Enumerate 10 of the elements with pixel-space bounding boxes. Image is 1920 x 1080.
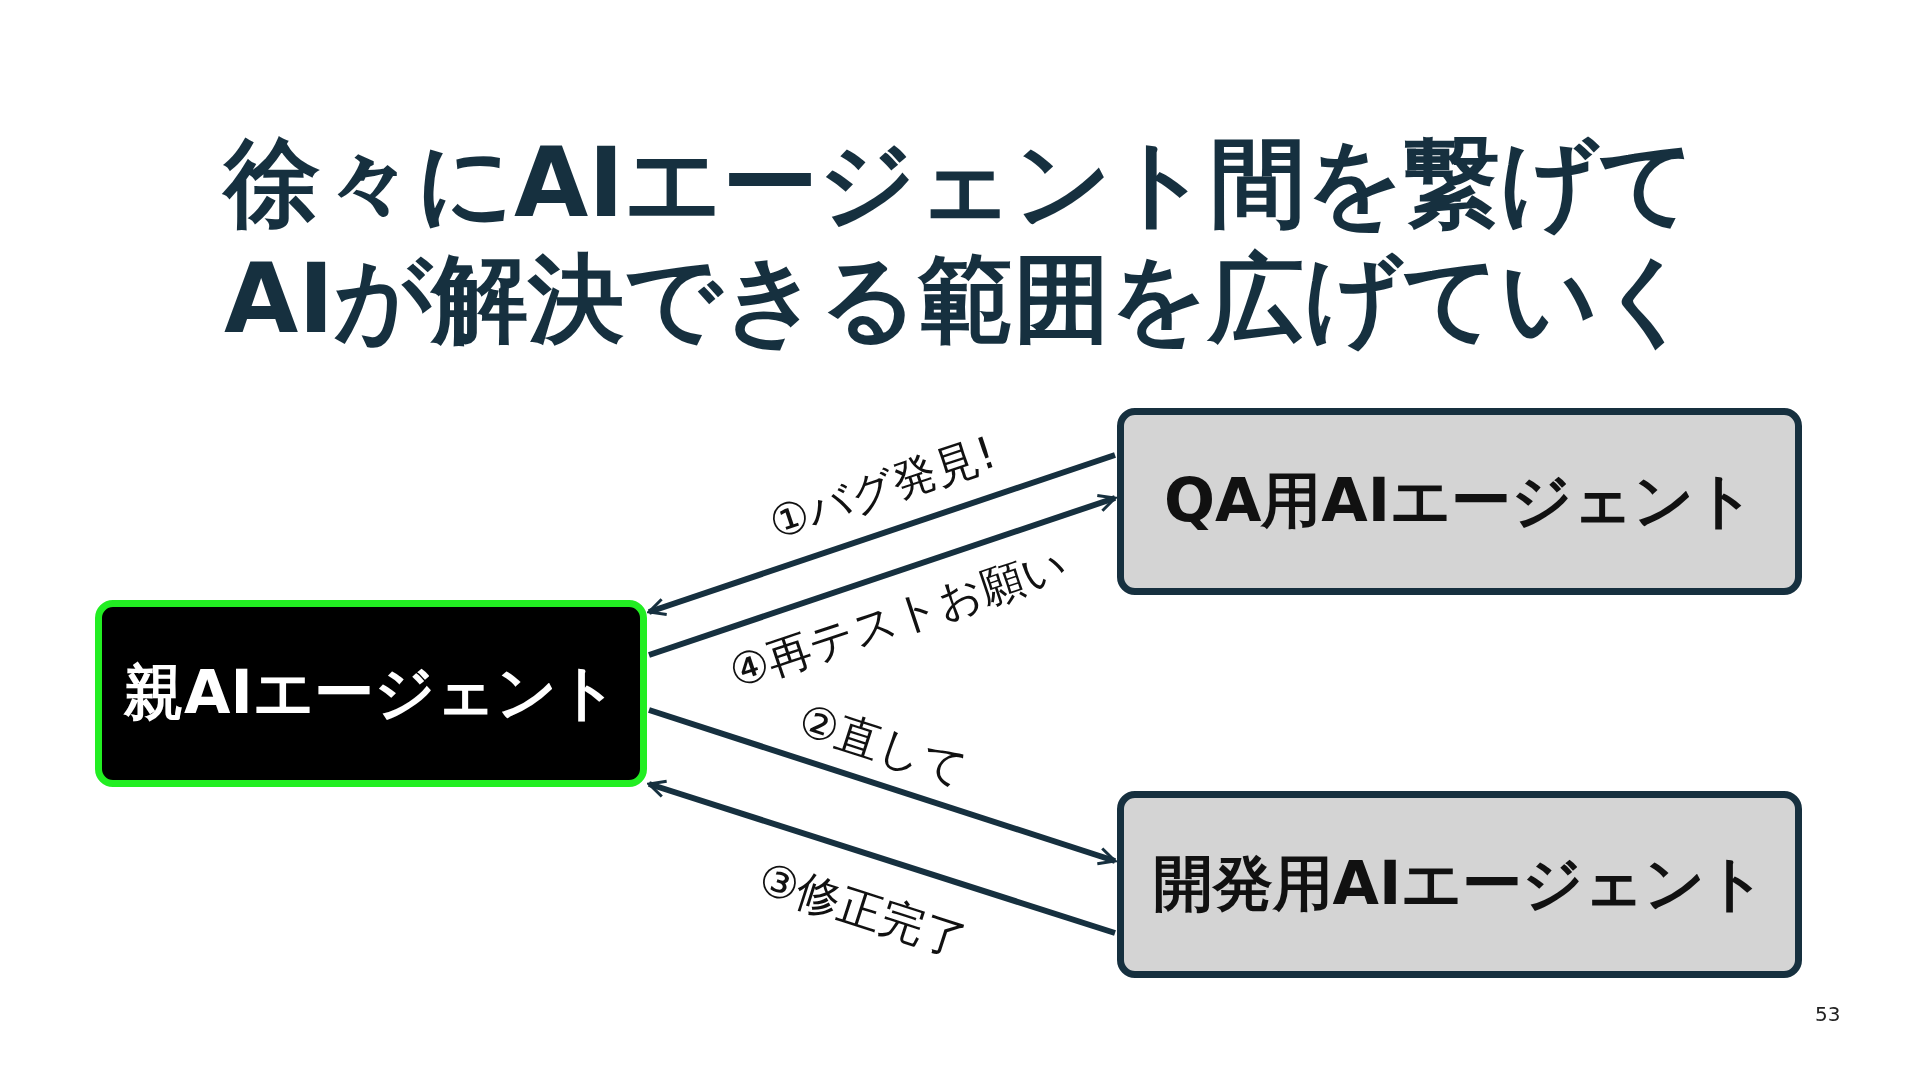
agent-box: 開発用AIエージェント	[1117, 791, 1802, 978]
slide-title: 徐々にAIエージェント間を繋げてAIが解決できる範囲を広げていく	[221, 126, 1697, 357]
arrow	[648, 494, 1117, 658]
arrow	[647, 452, 1116, 616]
agent-box: 親AIエージェント	[95, 600, 647, 787]
arrow	[648, 707, 1117, 866]
arrow	[647, 779, 1116, 936]
agent-box: QA用AIエージェント	[1117, 408, 1802, 595]
edge-label: ③修正完了	[751, 850, 974, 969]
page-number: 53	[1815, 1002, 1841, 1026]
